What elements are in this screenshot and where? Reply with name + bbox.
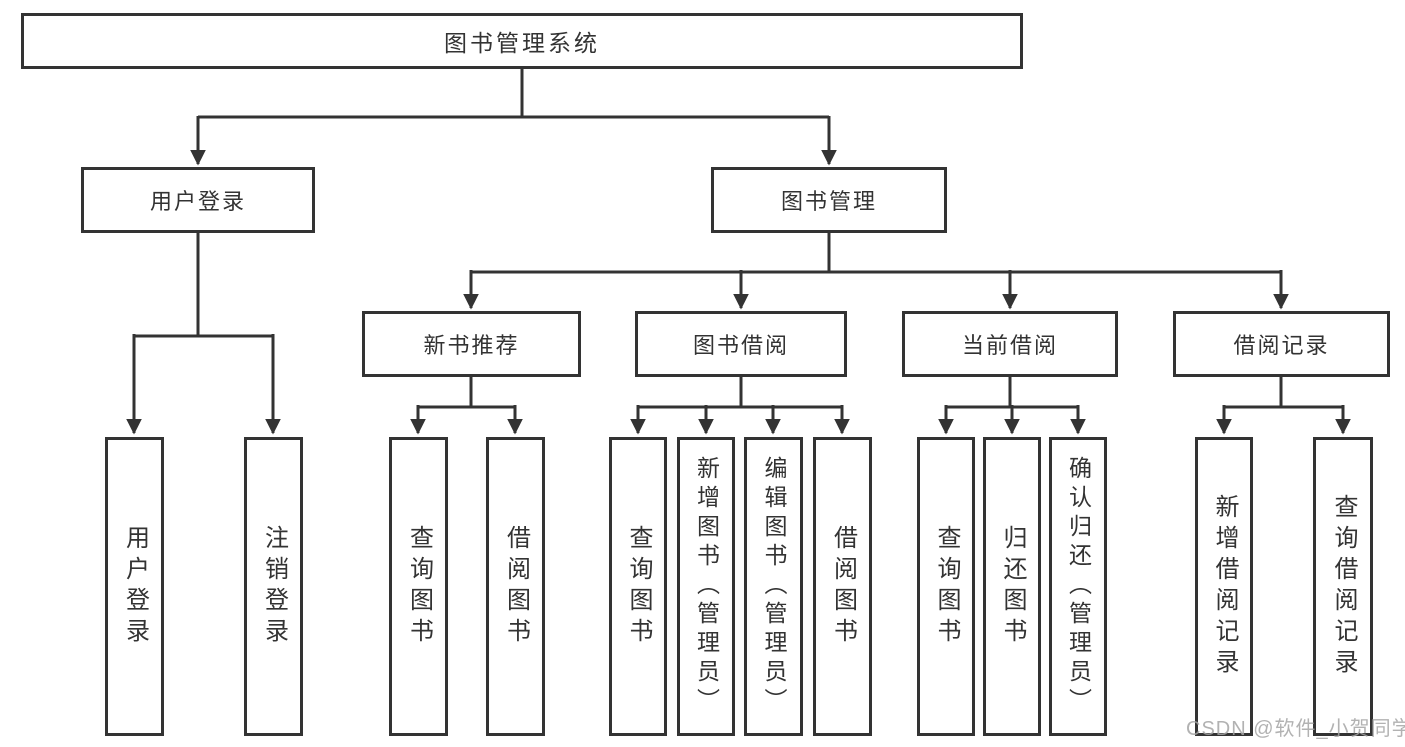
leaf-query-books-borrowing: 查询图书 — [609, 437, 667, 736]
leaf-user-login: 用户登录 — [105, 437, 164, 736]
node-library-system: 图书管理系统 — [21, 13, 1023, 69]
leaf-logout-login: 注销登录 — [244, 437, 303, 736]
node-current-borrowing-label: 当前借阅 — [961, 333, 1058, 358]
node-user-login-label: 用户登录 — [149, 189, 246, 214]
leaf-borrow-books-borrowing: 借阅图书 — [813, 437, 872, 736]
leaf-query-books-current-label: 查询图书 — [933, 524, 960, 649]
leaf-logout-login-label: 注销登录 — [260, 524, 288, 649]
node-book-management-label: 图书管理 — [780, 189, 877, 214]
leaf-edit-books-admin-label: 编辑图书（管理员） — [761, 456, 787, 717]
node-new-book-recommendation-label: 新书推荐 — [423, 333, 520, 358]
node-book-borrowing: 图书借阅 — [635, 311, 847, 377]
leaf-return-books: 归还图书 — [983, 437, 1041, 736]
node-current-borrowing: 当前借阅 — [902, 311, 1118, 377]
leaf-borrow-books-recommend: 借阅图书 — [486, 437, 545, 736]
leaf-add-borrow-record-label: 新增借阅记录 — [1211, 493, 1238, 680]
leaf-borrow-books-borrowing-label: 借阅图书 — [829, 524, 857, 649]
node-book-management: 图书管理 — [711, 167, 947, 233]
leaf-add-books-admin-label: 新增图书（管理员） — [693, 456, 720, 717]
watermark-text: CSDN @软件_小贺同学 — [1186, 718, 1405, 740]
leaf-confirm-return-admin: 确认归还（管理员） — [1049, 437, 1107, 736]
leaf-query-books-recommend: 查询图书 — [389, 437, 448, 736]
leaf-query-books-borrowing-label: 查询图书 — [625, 524, 652, 649]
leaf-query-books-current: 查询图书 — [917, 437, 975, 736]
node-user-login: 用户登录 — [81, 167, 315, 233]
node-library-system-label: 图书管理系统 — [444, 30, 600, 56]
leaf-user-login-label: 用户登录 — [121, 524, 149, 649]
leaf-query-borrow-record-label: 查询借阅记录 — [1330, 493, 1357, 680]
leaf-query-books-recommend-label: 查询图书 — [405, 524, 433, 649]
node-book-borrowing-label: 图书借阅 — [692, 333, 789, 358]
leaf-confirm-return-admin-label: 确认归还（管理员） — [1065, 456, 1092, 717]
leaf-add-borrow-record: 新增借阅记录 — [1195, 437, 1253, 736]
node-borrowing-records-label: 借阅记录 — [1233, 333, 1330, 358]
leaf-edit-books-admin: 编辑图书（管理员） — [744, 437, 803, 736]
edge-lines — [134, 69, 1343, 409]
node-borrowing-records: 借阅记录 — [1173, 311, 1390, 377]
leaf-borrow-books-recommend-label: 借阅图书 — [502, 524, 530, 649]
node-new-book-recommendation: 新书推荐 — [362, 311, 581, 377]
leaf-return-books-label: 归还图书 — [999, 524, 1026, 649]
leaf-query-borrow-record: 查询借阅记录 — [1313, 437, 1373, 736]
leaf-add-books-admin: 新增图书（管理员） — [677, 437, 735, 736]
